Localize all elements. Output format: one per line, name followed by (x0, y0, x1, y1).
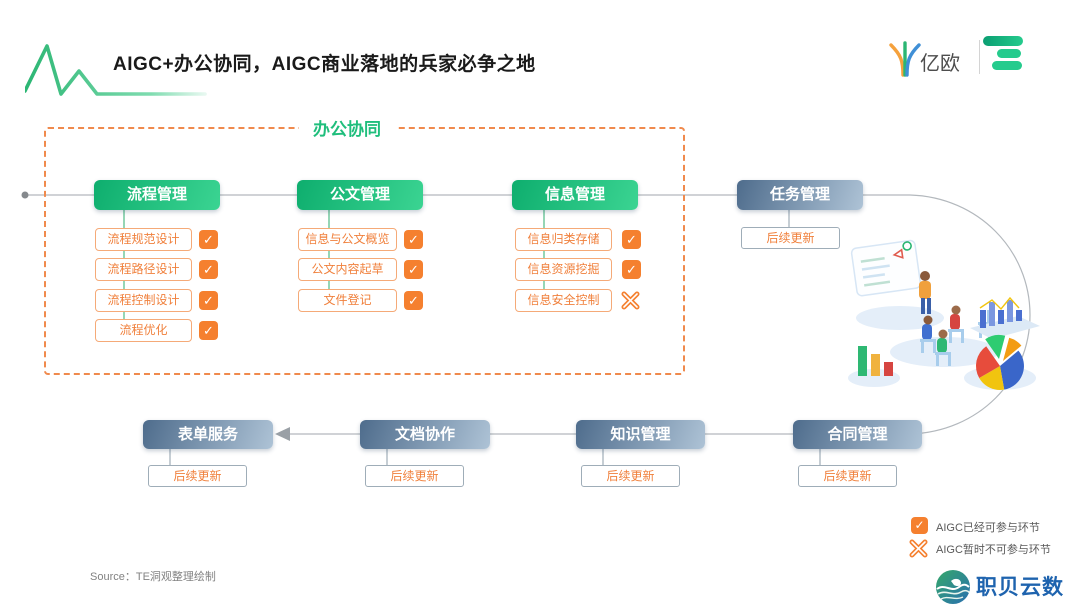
heartbeat-line-icon (25, 44, 207, 96)
update-note: 后续更新 (148, 465, 247, 487)
check-icon: ✓ (404, 260, 423, 279)
yiou-logo-icon (889, 41, 921, 77)
sub-item: 文件登记 (298, 289, 397, 312)
node-document-management: 公文管理 (297, 180, 423, 210)
sub-item: 信息资源挖掘 (515, 258, 612, 281)
page-title: AIGC+办公协同，AIGC商业落地的兵家必争之地 (113, 54, 536, 75)
group-label: 办公协同 (299, 115, 395, 140)
zhibei-logo-text: 职贝云数 (976, 576, 1064, 599)
node-task-management: 任务管理 (737, 180, 863, 210)
node-form-service: 表单服务 (143, 420, 273, 449)
cross-icon (621, 291, 640, 310)
sub-item: 公文内容起草 (298, 258, 397, 281)
update-note: 后续更新 (798, 465, 897, 487)
sub-item: 流程优化 (95, 319, 192, 342)
check-icon: ✓ (622, 260, 641, 279)
sub-item: 流程控制设计 (95, 289, 192, 312)
update-note: 后续更新 (581, 465, 680, 487)
check-icon: ✓ (199, 260, 218, 279)
sub-item: 信息与公文概览 (298, 228, 397, 251)
check-icon: ✓ (199, 291, 218, 310)
check-icon: ✓ (404, 230, 423, 249)
legend-check-icon: ✓ (911, 517, 928, 534)
legend-label: AIGC暂时不可参与环节 (936, 544, 1051, 556)
node-contract-management: 合同管理 (793, 420, 922, 449)
meeting-illustration (848, 239, 1040, 390)
te-logo-bar-bottom (992, 61, 1022, 70)
yiou-logo-text: 亿欧 (920, 53, 960, 75)
logo-divider (979, 40, 980, 74)
legend-cross-icon (909, 539, 928, 558)
te-logo-bar-top (983, 36, 1023, 46)
source-note: Source：TE洞观整理绘制 (90, 571, 216, 583)
node-doc-collaboration: 文档协作 (360, 420, 490, 449)
update-note: 后续更新 (741, 227, 840, 249)
update-note: 后续更新 (365, 465, 464, 487)
te-logo-bar-middle (997, 49, 1021, 58)
sub-item: 信息归类存储 (515, 228, 612, 251)
legend-label: AIGC已经可参与环节 (936, 522, 1040, 534)
check-icon: ✓ (404, 291, 423, 310)
node-information-management: 信息管理 (512, 180, 638, 210)
check-icon: ✓ (622, 230, 641, 249)
node-knowledge-management: 知识管理 (576, 420, 705, 449)
sub-item: 信息安全控制 (515, 289, 612, 312)
check-icon: ✓ (199, 321, 218, 340)
check-icon: ✓ (199, 230, 218, 249)
sub-item: 流程规范设计 (95, 228, 192, 251)
zhibei-logo-icon (936, 570, 971, 604)
sub-item: 流程路径设计 (95, 258, 192, 281)
node-process-management: 流程管理 (94, 180, 220, 210)
